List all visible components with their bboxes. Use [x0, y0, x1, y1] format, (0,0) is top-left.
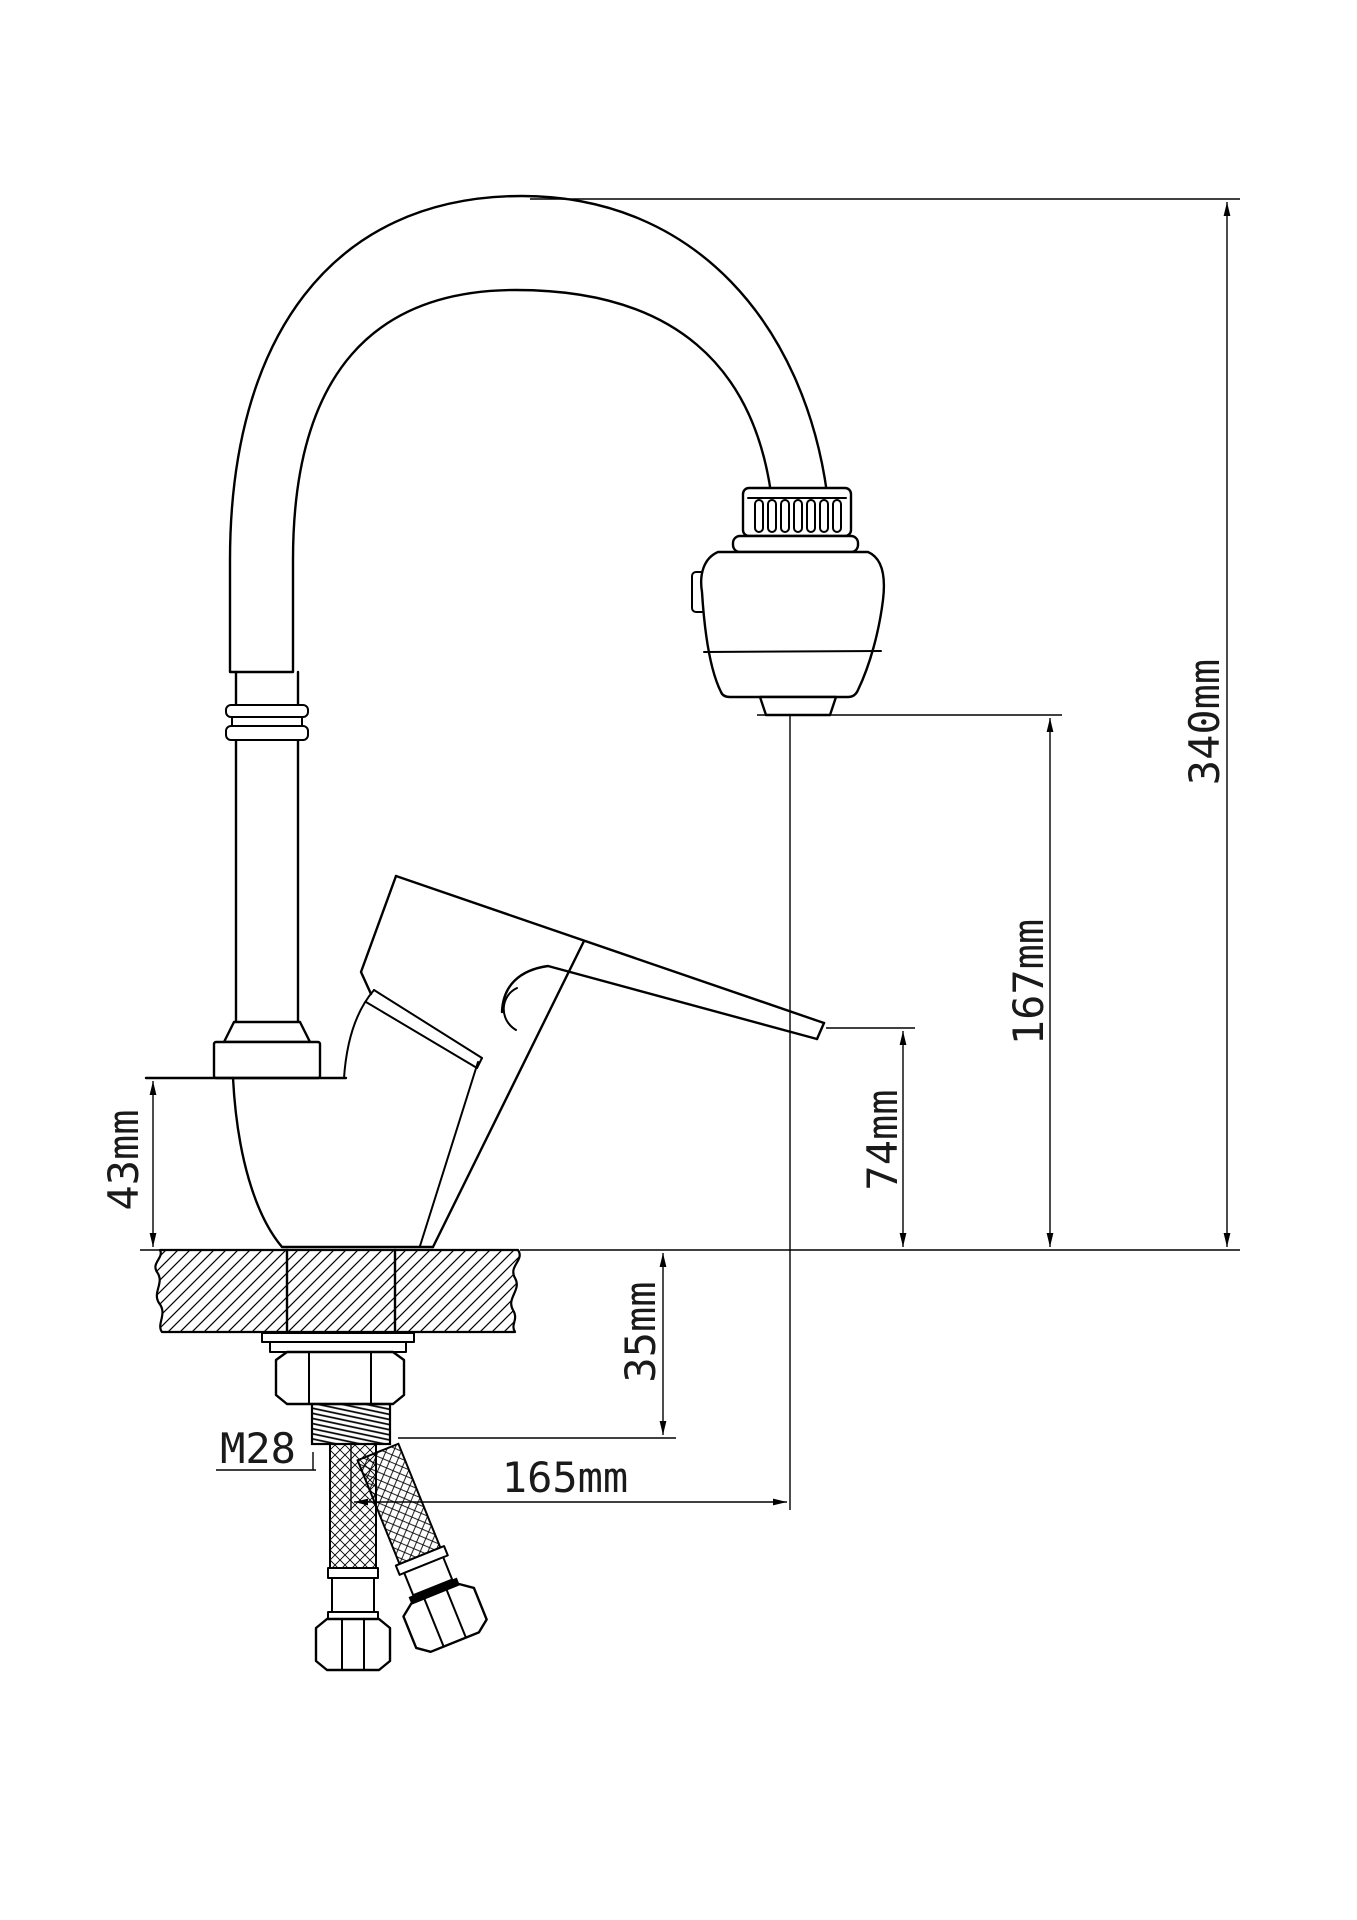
dimension-lines	[140, 198, 1240, 1510]
column-collar-ring	[225, 704, 309, 718]
dim-deck-clearance-label: 35mm	[616, 1281, 665, 1382]
dim-outlet-height-label: 167mm	[1004, 919, 1053, 1045]
flexible-spout-arch	[228, 194, 829, 674]
mount-washer	[269, 1341, 407, 1353]
dim-overall-height-label: 340mm	[1180, 659, 1229, 785]
dim-spout-reach-label: 165mm	[502, 1453, 628, 1502]
column-base-step	[222, 1020, 312, 1044]
supply-hose-vertical	[314, 1443, 392, 1672]
threaded-shank	[310, 1402, 392, 1446]
countertop-section	[154, 1248, 521, 1334]
body-outline	[231, 1076, 435, 1249]
hose-hex-fitting	[314, 1617, 392, 1672]
mount-hex-nut	[274, 1350, 406, 1406]
faucet-body-and-handle	[144, 874, 826, 1249]
under-deck-mounting	[261, 1332, 415, 1446]
dim-handle-height-label: 74mm	[858, 1089, 907, 1190]
spout-column	[212, 670, 322, 1080]
body-right-edge	[431, 939, 586, 1249]
sprayer-shoulder	[731, 534, 860, 554]
dimension-labels: 340mm 167mm 74mm 43mm 35mm 165mm M28	[99, 659, 1229, 1502]
handle-pivot-arc	[502, 987, 518, 1031]
dim-body-height-label: 43mm	[99, 1109, 148, 1210]
column-collar-ring	[225, 725, 309, 741]
mount-washer	[261, 1332, 415, 1343]
sprayer-ribbed-collar	[741, 486, 853, 538]
column-base-block	[212, 1040, 322, 1080]
thread-spec-label: M28	[220, 1424, 296, 1473]
sprayer-body	[700, 550, 886, 699]
column-collar-ring	[231, 716, 303, 727]
sprayer-head	[691, 486, 886, 717]
sprayer-nozzle	[758, 695, 838, 717]
handle-lever	[394, 874, 826, 1025]
